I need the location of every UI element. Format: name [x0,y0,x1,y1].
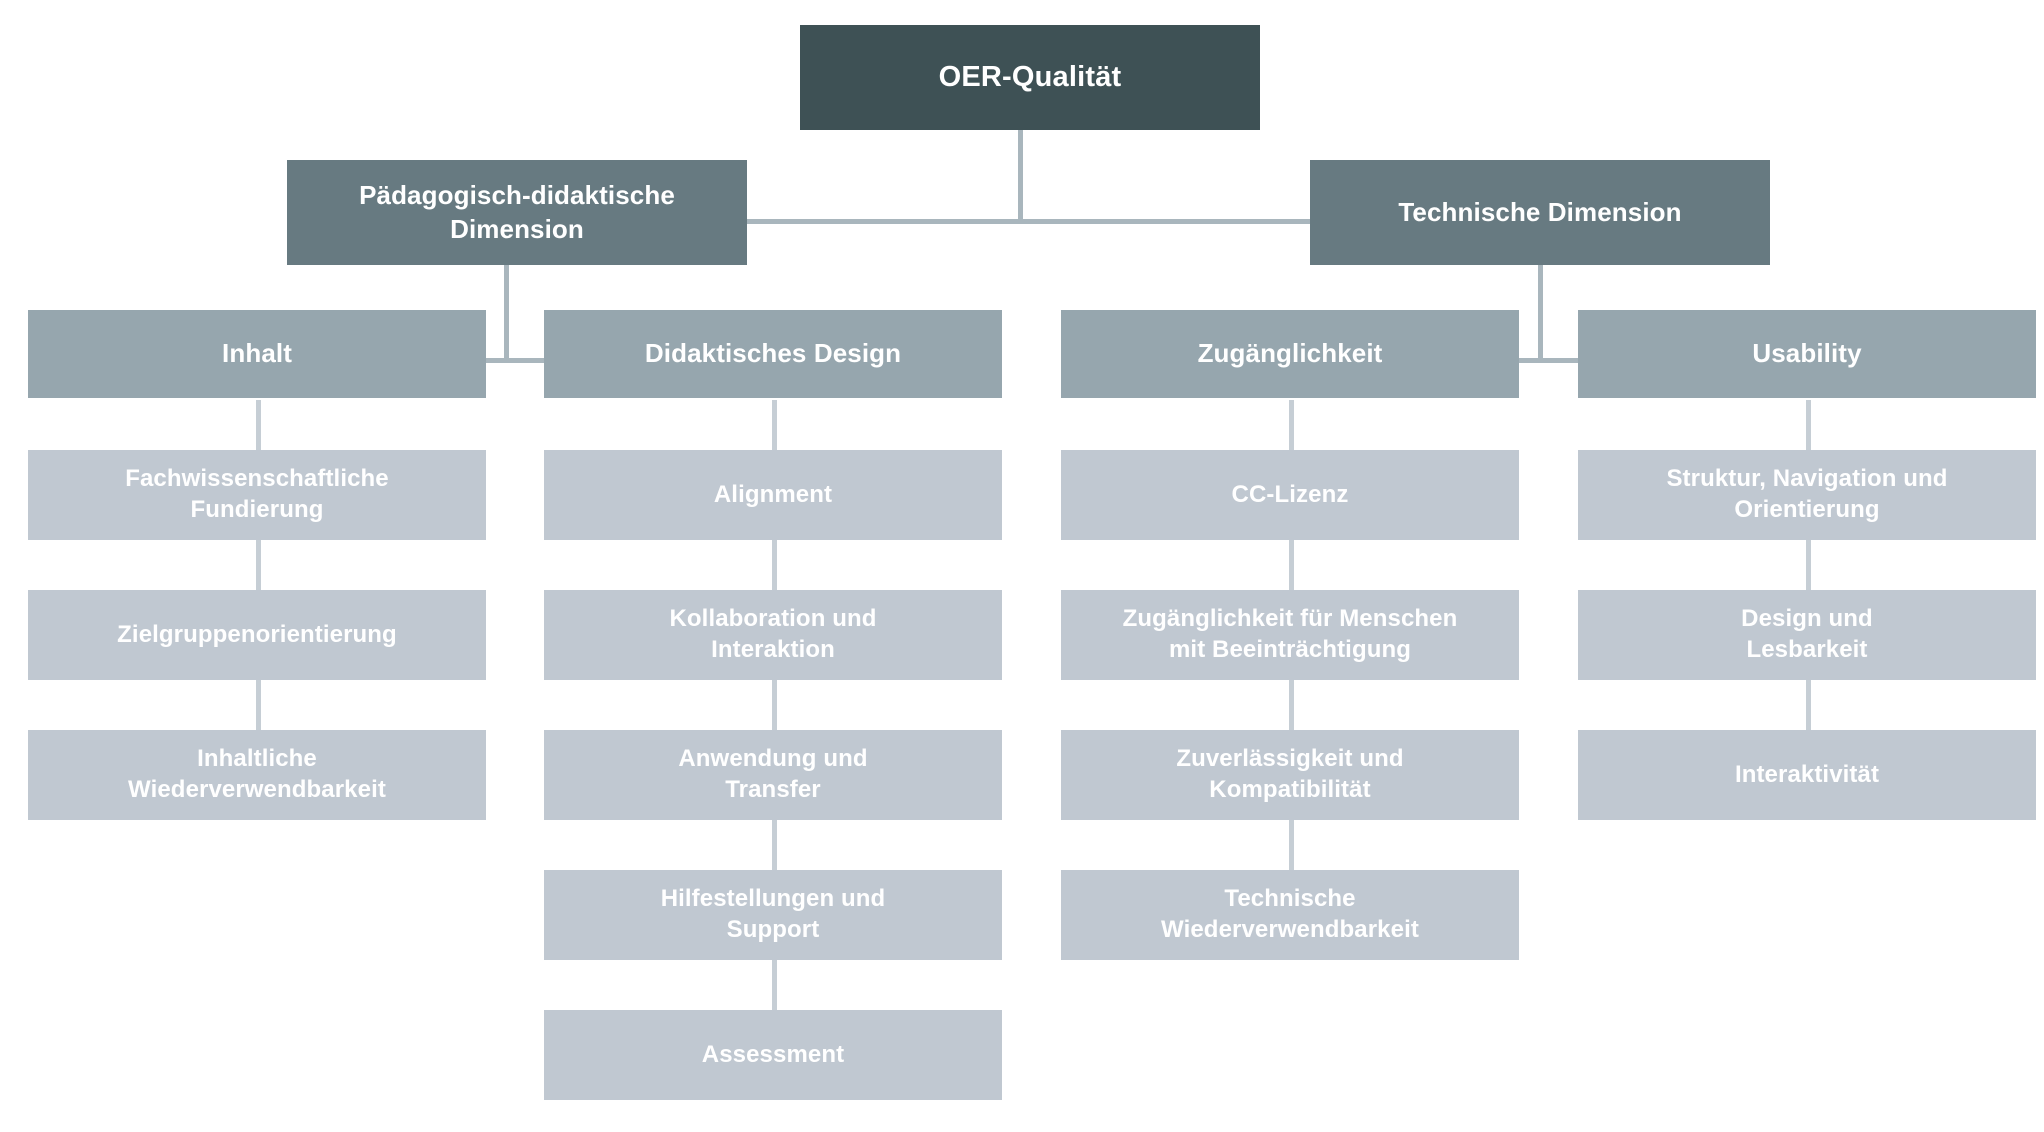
node-label: Design und Lesbarkeit [1741,605,1873,663]
connector-dim-right-bar [1293,358,1783,363]
node-label: Kollaboration und Interaktion [669,605,877,663]
node-leaf-cc-lizenz[interactable]: CC-Lizenz [1061,450,1519,540]
node-label: CC-Lizenz [1231,480,1349,508]
node-leaf-kollaboration-und-interaktion[interactable]: Kollaboration und Interaktion [544,590,1002,680]
connector-dim-right-stem [1538,210,1543,362]
connector-col4-spine [1806,400,1811,730]
node-label: Zuverlässigkeit und Kompatibilität [1176,745,1404,803]
connector-dim-left-stem [504,210,509,362]
node-label: Fachwissenschaftliche Fundierung [125,465,389,523]
node-label: Alignment [713,480,833,508]
node-label: Pädagogisch-didaktische Dimension [359,180,675,244]
node-label: Zugänglichkeit für Menschen mit Beeinträ… [1122,605,1458,663]
node-leaf-fachwissenschaftliche-fundierung[interactable]: Fachwissenschaftliche Fundierung [28,450,486,540]
node-leaf-alignment[interactable]: Alignment [544,450,1002,540]
node-leaf-design-und-lesbarkeit[interactable]: Design und Lesbarkeit [1578,590,2036,680]
connector-col1-spine [256,400,261,730]
node-leaf-hilfestellungen-und-support[interactable]: Hilfestellungen und Support [544,870,1002,960]
connector-root-stem [1018,130,1023,222]
node-leaf-anwendung-und-transfer[interactable]: Anwendung und Transfer [544,730,1002,820]
node-label: Inhalt [222,338,292,369]
node-dimension-technisch[interactable]: Technische Dimension [1310,160,1770,265]
node-label: OER-Qualität [938,60,1122,93]
node-label: Interaktivität [1734,760,1880,788]
node-leaf-zuverlaessigkeit-und-kompatibilitaet[interactable]: Zuverlässigkeit und Kompatibilität [1061,730,1519,820]
connector-dim-left-bar [259,358,749,363]
node-label: Technische Dimension [1398,196,1682,227]
node-label: Zielgruppenorientierung [117,620,397,648]
node-label: Usability [1752,338,1862,369]
node-leaf-inhaltliche-wiederverwendbarkeit[interactable]: Inhaltliche Wiederverwendbarkeit [28,730,486,820]
node-root-oer-qualitaet[interactable]: OER-Qualität [800,25,1260,130]
node-label: Technische Wiederverwendbarkeit [1161,885,1419,943]
node-label: Assessment [701,1040,845,1068]
node-label: Inhaltliche Wiederverwendbarkeit [128,745,386,803]
node-category-usability[interactable]: Usability [1578,310,2036,398]
node-category-inhalt[interactable]: Inhalt [28,310,486,398]
node-category-zugaenglichkeit[interactable]: Zugänglichkeit [1061,310,1519,398]
node-leaf-struktur-navigation-und-orientierung[interactable]: Struktur, Navigation und Orientierung [1578,450,2036,540]
node-label: Didaktisches Design [644,338,902,369]
node-label: Anwendung und Transfer [678,745,868,803]
node-leaf-zugaenglichkeit-fuer-menschen-mit-beeintraechtigung[interactable]: Zugänglichkeit für Menschen mit Beeinträ… [1061,590,1519,680]
node-leaf-technische-wiederverwendbarkeit[interactable]: Technische Wiederverwendbarkeit [1061,870,1519,960]
node-label: Zugänglichkeit [1197,338,1383,369]
node-leaf-interaktivitaet[interactable]: Interaktivität [1578,730,2036,820]
node-label: Hilfestellungen und Support [660,885,886,943]
connector-root-bar [742,219,1312,224]
connector-col2-spine [772,400,777,1010]
node-leaf-assessment[interactable]: Assessment [544,1010,1002,1100]
node-leaf-zielgruppenorientierung[interactable]: Zielgruppenorientierung [28,590,486,680]
node-label: Struktur, Navigation und Orientierung [1666,465,1948,523]
node-category-didaktisches-design[interactable]: Didaktisches Design [544,310,1002,398]
node-dimension-paedagogisch-didaktisch[interactable]: Pädagogisch-didaktische Dimension [287,160,747,265]
